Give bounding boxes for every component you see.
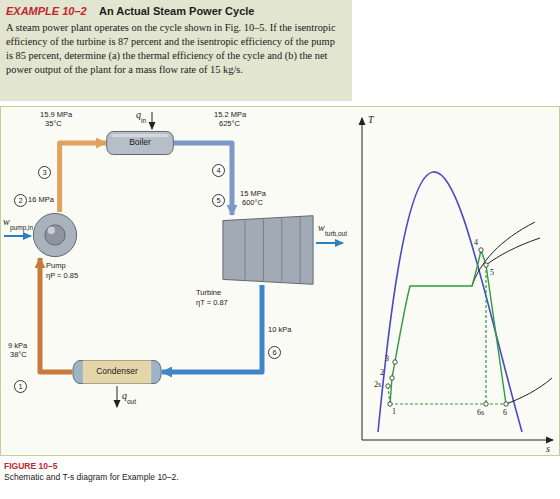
- pump-shape: [32, 212, 78, 258]
- work-symbol: w: [3, 216, 10, 228]
- heat-symbol: q: [122, 390, 127, 402]
- state-value: 15 MPa: [240, 190, 266, 199]
- condenser: Condenser: [72, 360, 162, 384]
- turbine-shape: [222, 215, 314, 285]
- point-label: 3: [385, 354, 389, 363]
- component-label: ηP = 0.85: [46, 272, 78, 281]
- work-in-arrow: [4, 235, 31, 237]
- component-label: Turbine: [196, 289, 221, 298]
- heat-out-arrow: [117, 386, 118, 407]
- state-value: 15.9 MPa: [40, 111, 72, 120]
- state-value: 625°C: [219, 120, 240, 129]
- work-out-arrow: [316, 242, 343, 244]
- axis-label: T: [368, 114, 374, 126]
- state-value: 600°C: [242, 199, 263, 208]
- state-value: 9 kPa: [8, 342, 27, 351]
- boiler: Boiler: [106, 131, 174, 155]
- state-number: 4: [212, 164, 225, 177]
- state-value: 38°C: [10, 351, 27, 360]
- pump: PumpηP = 0.85: [32, 212, 78, 258]
- point-label: 2s: [374, 380, 381, 389]
- problem-text: A steam power plant operates on the cycl…: [6, 21, 344, 77]
- state-number: 6: [268, 346, 281, 359]
- subscript: turb,out: [325, 230, 347, 237]
- state-number: 5: [212, 194, 225, 207]
- state-number: 3: [38, 166, 51, 179]
- point-label: 4: [474, 238, 478, 247]
- component-label: Boiler: [129, 138, 151, 148]
- point-label: 6: [503, 408, 507, 417]
- axis-label: s: [546, 443, 550, 455]
- state-value: 16 MPa: [28, 196, 54, 205]
- turbine: TurbineηT = 0.87: [222, 215, 314, 285]
- subscript: out: [127, 398, 136, 405]
- state-value: 35°C: [45, 120, 62, 129]
- component-label: ηT = 0.87: [196, 299, 228, 308]
- point-label: 5: [490, 268, 494, 277]
- example-box: [0, 0, 352, 101]
- figure-panel: [1, 107, 560, 456]
- point-label: 6s: [477, 408, 484, 417]
- work-symbol: w: [318, 222, 325, 234]
- subscript: in: [141, 117, 146, 124]
- component-label: Pump: [46, 262, 66, 271]
- subscript: pump,in: [10, 224, 33, 231]
- heat-in-arrow: [152, 112, 153, 129]
- figure-caption: Schematic and T-s diagram for Example 10…: [4, 473, 179, 483]
- pipe: [162, 285, 262, 372]
- heat-symbol: q: [136, 109, 141, 121]
- state-value: 10 kPa: [268, 326, 291, 335]
- state-number: 1: [14, 380, 27, 393]
- figure-number: FIGURE 10–5: [4, 462, 57, 472]
- example-number: EXAMPLE 10–2: [6, 5, 87, 18]
- state-value: 15.2 MPa: [214, 111, 246, 120]
- example-title: An Actual Steam Power Cycle: [99, 5, 254, 18]
- component-label: Condenser: [96, 367, 138, 377]
- pipe: [60, 143, 106, 212]
- point-label: 1: [392, 407, 396, 416]
- point-label: 2: [380, 368, 384, 377]
- state-number: 2: [14, 194, 27, 207]
- pipe: [174, 143, 232, 215]
- ts-diagram: [362, 118, 553, 440]
